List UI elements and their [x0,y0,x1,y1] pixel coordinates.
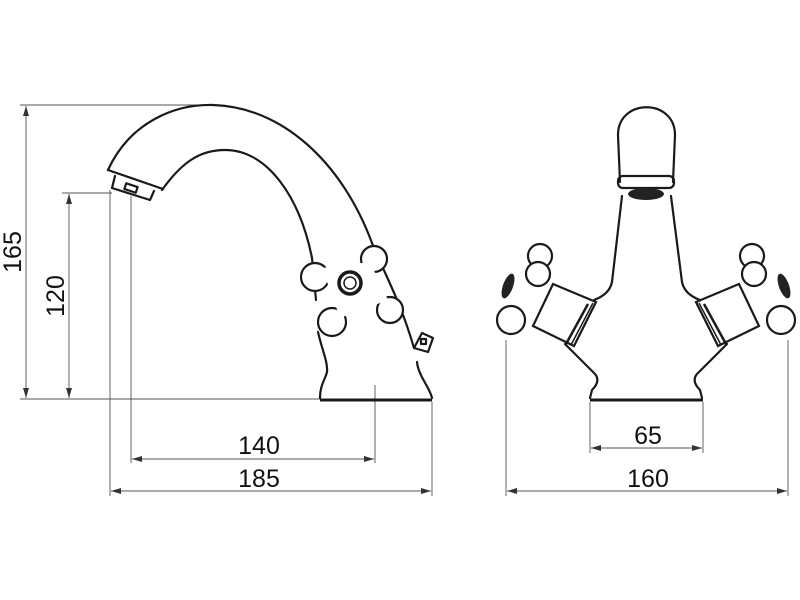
dim-label-overall-height: 165 [0,231,27,273]
cross-handle-side[interactable] [299,244,405,338]
extension-lines [20,104,433,496]
spout-front [616,106,677,200]
left-handle-front[interactable] [495,242,598,348]
body-front [563,194,729,402]
lever-icon [412,331,435,354]
side-view: 165 120 140 185 [0,103,435,496]
front-view: 65 160 [495,106,797,496]
spout-side [106,103,374,260]
dim-label-overall-depth: 185 [238,465,280,493]
dim-label-spout-reach: 140 [238,432,280,460]
dim-label-overall-width: 160 [627,465,669,493]
right-handle-front[interactable] [694,242,797,348]
dim-label-spout-height: 120 [42,275,70,317]
extension-lines-front [505,340,789,496]
dim-label-base-width: 65 [634,422,662,450]
